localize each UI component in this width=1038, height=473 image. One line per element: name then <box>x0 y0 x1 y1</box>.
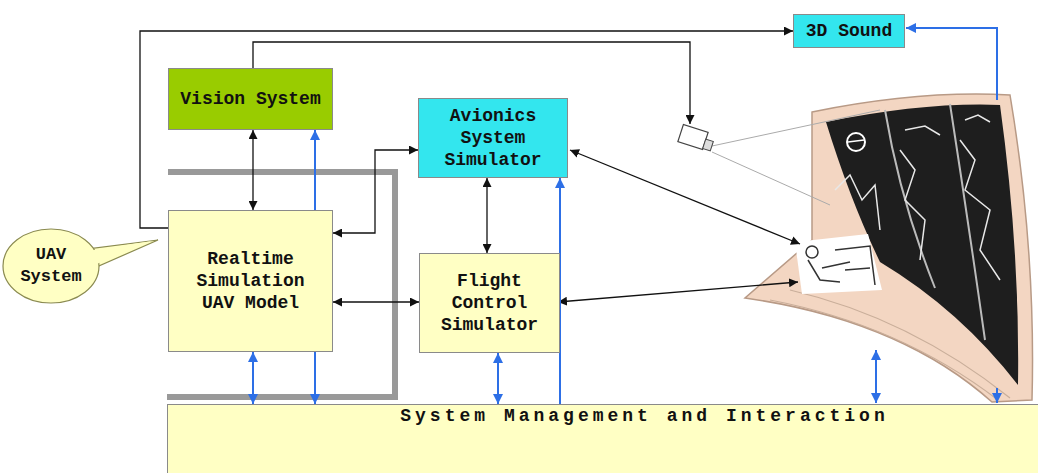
node-label: Avionics System Simulator <box>428 105 558 171</box>
sound-box: 3D Sound <box>793 14 905 48</box>
callout-bubble: UAV System <box>2 228 100 304</box>
data-connector <box>497 353 499 404</box>
projector-icon <box>678 110 880 205</box>
signal-connector <box>252 130 253 210</box>
management-band: System Management and Interaction <box>167 404 1038 473</box>
bubble-outline <box>2 228 100 304</box>
data-link <box>875 350 877 403</box>
data-connector <box>252 352 254 404</box>
node-label: 3D Sound <box>806 20 892 42</box>
node-label: System Management and Interaction <box>400 405 888 427</box>
flight-control-box: Flight Control Simulator <box>419 253 560 353</box>
pilot-link <box>558 282 798 302</box>
model-box: Realtime Simulation UAV Model <box>168 210 333 352</box>
grey-frame <box>167 172 395 397</box>
dome-simulator <box>745 94 1033 402</box>
node-label: Flight Control Simulator <box>427 270 552 336</box>
sound-link <box>906 28 997 100</box>
data-link <box>996 388 998 403</box>
signal-connector <box>486 178 487 253</box>
node-label: Realtime Simulation UAV Model <box>186 248 316 314</box>
signal-connector <box>140 31 793 228</box>
pilot-link <box>570 150 800 244</box>
avionics-box: Avionics System Simulator <box>418 98 568 178</box>
vision-box: Vision System <box>168 68 333 130</box>
node-label: Vision System <box>180 88 320 110</box>
node-label: UAV System <box>13 244 89 288</box>
signal-connector <box>333 301 419 302</box>
signal-connector <box>333 150 418 233</box>
